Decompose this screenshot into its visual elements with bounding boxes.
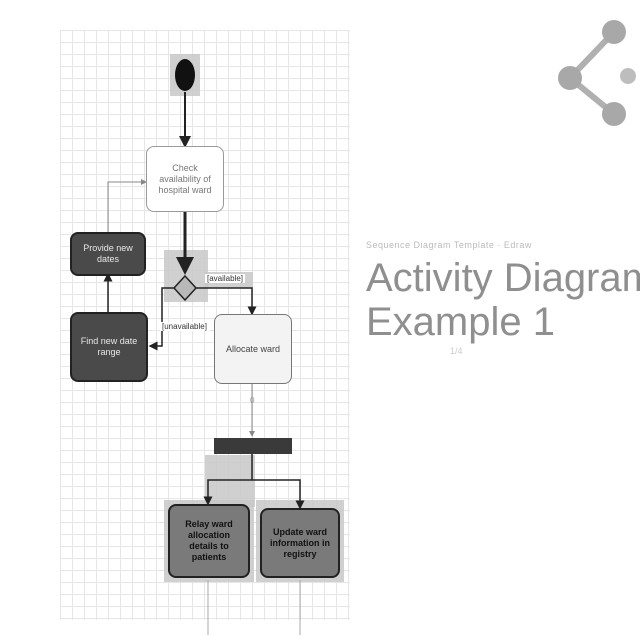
- node-check-availability: Check availability of hospital ward: [146, 146, 224, 212]
- edge-provide-to-check: [107, 179, 147, 232]
- node-provide-new-dates: Provide new dates: [70, 232, 146, 276]
- node-find-new-date-range-label: Find new date range: [80, 336, 138, 357]
- template-caption: Sequence Diagram Template · Edraw: [366, 240, 532, 250]
- node-relay-ward-allocation: Relay ward allocation details to patient…: [168, 504, 250, 578]
- guard-unavailable: [unavailable]: [160, 322, 209, 331]
- node-allocate-ward-label: Allocate ward: [225, 343, 281, 354]
- edge-fork-to-update: [252, 479, 305, 510]
- node-update-ward-information: Update ward information in registry: [260, 508, 340, 578]
- decision-node: [172, 274, 198, 302]
- node-check-availability-label: Check availability of hospital ward: [158, 162, 212, 195]
- fork-bar: [214, 438, 292, 454]
- node-update-ward-information-label: Update ward information in registry: [270, 526, 330, 559]
- join-edge-halo: [205, 455, 255, 507]
- node-relay-ward-allocation-label: Relay ward allocation details to patient…: [185, 519, 233, 562]
- share-network-icon: [558, 20, 636, 126]
- node-find-new-date-range: Find new date range: [70, 312, 148, 382]
- page-title-line-1: Activity Diagram: [366, 256, 640, 300]
- page-title-line-2: Example 1: [366, 300, 555, 344]
- title-block: Sequence Diagram Template · Edraw Activi…: [366, 240, 640, 356]
- page-indicator: 1/4: [450, 346, 463, 356]
- node-provide-new-dates-label: Provide new dates: [83, 243, 133, 264]
- edge-label-allocate-fork: 0: [250, 396, 255, 405]
- edge-decision-to-find: [148, 287, 174, 351]
- start-node: [175, 59, 195, 91]
- guard-available: [available]: [205, 274, 246, 283]
- edge-decision-to-allocate: [196, 287, 257, 316]
- node-allocate-ward: Allocate ward: [214, 314, 292, 384]
- edge-fork-to-relay: [203, 479, 252, 506]
